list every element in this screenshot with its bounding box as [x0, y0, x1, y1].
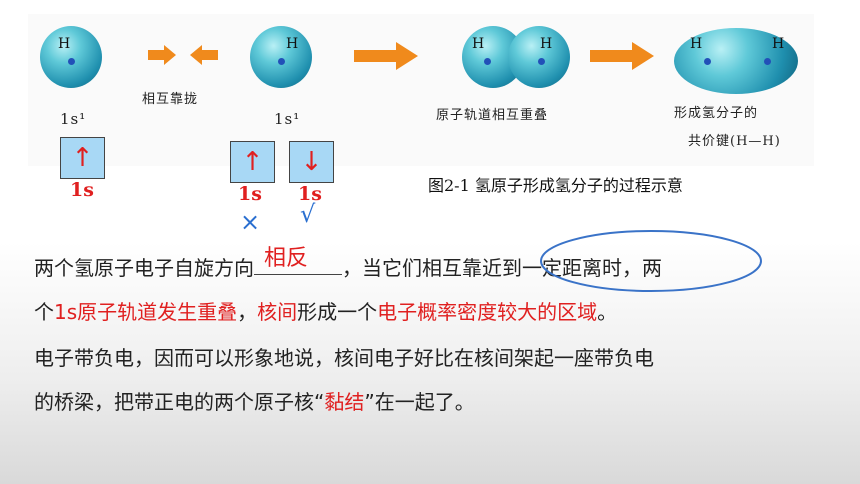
- orbital-1s-label: 1s: [298, 183, 322, 205]
- step2-label: 原子轨道相互重叠: [436, 108, 549, 123]
- nucleus-left: [68, 58, 75, 65]
- step1-label: 相互靠拢: [142, 92, 199, 107]
- line4-emphasis: 黏结: [324, 390, 365, 414]
- line2-emphasis-1: 1s原子轨道发生重叠: [54, 300, 238, 324]
- line1-text: 两个氢原子电子自旋方向: [34, 256, 254, 280]
- cross-mark: ×: [240, 208, 261, 236]
- atom-label-h: H: [540, 36, 553, 52]
- body-line-4: 的桥梁，把带正电的两个原子核“黏结”在一起了。: [34, 386, 475, 415]
- answer-blank: 相反: [254, 246, 342, 275]
- atom-label-h: H: [690, 36, 703, 52]
- body-line-2: 个1s原子轨道发生重叠，核间形成一个电子概率密度较大的区域。: [34, 296, 617, 325]
- nucleus-overlap-right: [538, 58, 545, 65]
- atom-label-h: H: [772, 36, 785, 52]
- overlap-atom-right: [508, 26, 570, 88]
- arrow-right-icon: [590, 42, 654, 70]
- line2-text: 形成一个: [297, 300, 378, 324]
- arrow-right-icon: [354, 42, 418, 70]
- line2-text: 个: [34, 300, 54, 324]
- figure-caption: 图2-1 氢原子形成氢分子的过程示意: [420, 166, 810, 206]
- orbital-1s-label: 1s: [238, 183, 262, 205]
- body-line-3: 电子带负电，因而可以形象地说，核间电子好比在核间架起一座带负电: [34, 346, 654, 370]
- line1-text-cont: ，当它们相互靠近到一定距离时，两: [342, 256, 662, 280]
- hydrogen-molecule-figure: H 1s¹ 相互靠拢 H 1s¹ H H 原子轨道相互重叠 H H 形成氢分子的…: [28, 14, 814, 166]
- spin-box-right: ↓: [289, 141, 334, 183]
- nucleus-molecule-right: [764, 58, 771, 65]
- orbital-1s-label: 1s: [70, 179, 94, 201]
- orbital-label-left: 1s¹: [60, 110, 87, 128]
- nucleus-molecule-left: [704, 58, 711, 65]
- line2-text: ，: [237, 300, 258, 324]
- hydrogen-molecule: [674, 28, 798, 94]
- hydrogen-atom-left: [40, 26, 102, 88]
- check-mark: √: [300, 200, 316, 228]
- line2-emphasis-2: 核间: [257, 300, 298, 324]
- nucleus-right: [278, 58, 285, 65]
- spin-up-arrow: ↑: [71, 143, 94, 173]
- spin-box-left: ↑: [60, 137, 105, 179]
- converging-arrows-icon: [148, 45, 218, 65]
- orbital-label-mid: 1s¹: [274, 110, 301, 128]
- step3-label-line2: 共价键(H—H): [688, 134, 781, 149]
- atom-label-h: H: [58, 36, 71, 52]
- spin-box-mid: ↑: [230, 141, 275, 183]
- spin-up-arrow: ↑: [241, 147, 264, 177]
- atom-label-h: H: [286, 36, 299, 52]
- line2-text: 。: [597, 300, 618, 324]
- line4-text: 的桥梁，把带正电的两个原子核“: [34, 390, 325, 414]
- highlight-ellipse: [540, 230, 762, 292]
- line2-emphasis-3: 电子概率密度较大的区域: [377, 300, 598, 324]
- hydrogen-atom-right: [250, 26, 312, 88]
- answer-text: 相反: [264, 246, 309, 271]
- spin-down-arrow: ↓: [300, 147, 323, 177]
- body-line-1: 两个氢原子电子自旋方向相反 ，当它们相互靠近到一定距离时，两: [34, 246, 662, 281]
- nucleus-overlap-left: [484, 58, 491, 65]
- line4-text: ”在一起了。: [364, 390, 475, 414]
- atom-label-h: H: [472, 36, 485, 52]
- step3-label-line1: 形成氢分子的: [674, 106, 759, 121]
